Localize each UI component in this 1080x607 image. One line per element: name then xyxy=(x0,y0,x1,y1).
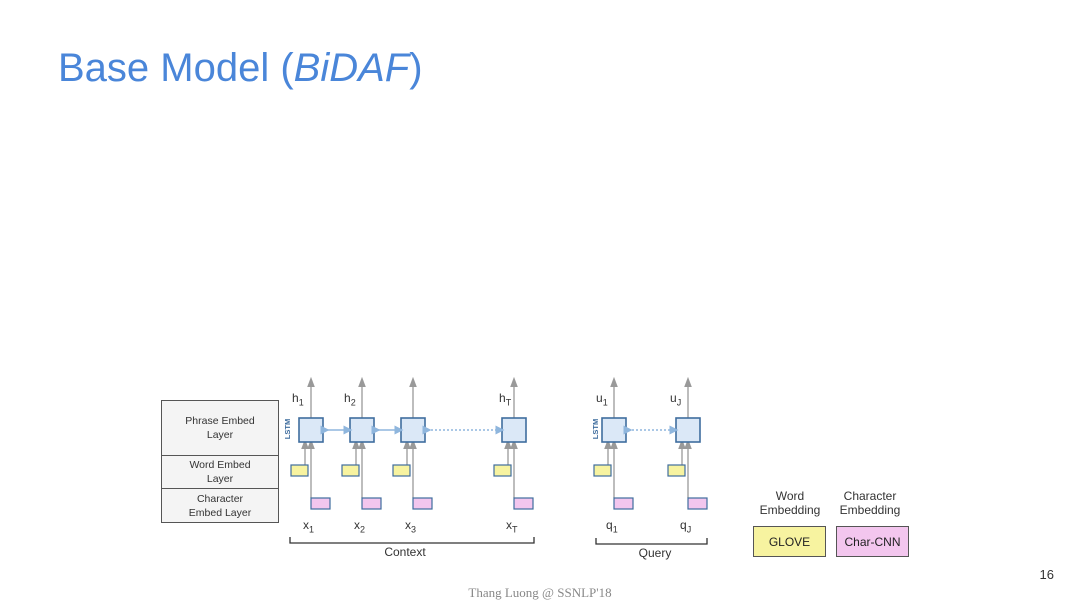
glove-legend-box: GLOVE xyxy=(753,526,826,557)
query-group-label: Query xyxy=(638,546,672,560)
phrase-embed-layer-label: Phrase Embed Layer xyxy=(161,400,279,455)
word-embedding-box xyxy=(593,464,612,477)
lstm-cell xyxy=(400,417,426,443)
title-model-name: BiDAF xyxy=(293,46,410,90)
char-embed-layer-label: Character Embed Layer xyxy=(161,488,279,523)
context-lstm-label: LSTM xyxy=(283,418,293,440)
lstm-cell xyxy=(298,417,324,443)
query-output-label: u1 xyxy=(596,391,608,408)
word-embedding-box xyxy=(341,464,360,477)
char-embedding-box xyxy=(310,497,331,510)
layer-labels: Phrase Embed Layer Word Embed Layer Char… xyxy=(161,400,279,523)
word-embedding-box xyxy=(667,464,686,477)
char-cnn-legend-box: Char-CNN xyxy=(836,526,909,557)
word-embedding-box xyxy=(290,464,309,477)
group-bracket xyxy=(595,538,708,545)
footer-credit: Thang Luong @ SSNLP'18 xyxy=(468,585,612,600)
char-embedding-box xyxy=(412,497,433,510)
context-input-label: xT xyxy=(506,518,518,535)
query-input-label: qJ xyxy=(680,518,692,535)
char-embedding-box xyxy=(687,497,708,510)
word-embedding-box xyxy=(392,464,411,477)
lstm-cell xyxy=(501,417,527,443)
lstm-cell xyxy=(675,417,701,443)
query-output-label: uJ xyxy=(670,391,682,408)
context-input-label: x3 xyxy=(405,518,417,535)
page-number: 16 xyxy=(1039,567,1054,582)
word-embedding-box xyxy=(493,464,512,477)
char-embedding-box xyxy=(613,497,634,510)
word-embed-layer-label: Word Embed Layer xyxy=(161,455,279,488)
char-embedding-box xyxy=(513,497,534,510)
context-group-label: Context xyxy=(384,545,426,559)
query-lstm-label: LSTM xyxy=(591,418,601,440)
context-output-label: h1 xyxy=(292,391,304,408)
query-input-label: q1 xyxy=(606,518,618,535)
group-bracket xyxy=(289,537,535,544)
character-embedding-heading: Character Embedding xyxy=(839,489,901,517)
word-embedding-heading: Word Embedding xyxy=(759,489,821,517)
char-embedding-box xyxy=(361,497,382,510)
lstm-cell xyxy=(601,417,627,443)
context-input-label: x1 xyxy=(303,518,315,535)
context-output-label: hT xyxy=(499,391,512,408)
context-output-label: h2 xyxy=(344,391,356,408)
slide-title: Base Model (BiDAF) xyxy=(58,46,423,90)
context-input-label: x2 xyxy=(354,518,366,535)
lstm-cell xyxy=(349,417,375,443)
